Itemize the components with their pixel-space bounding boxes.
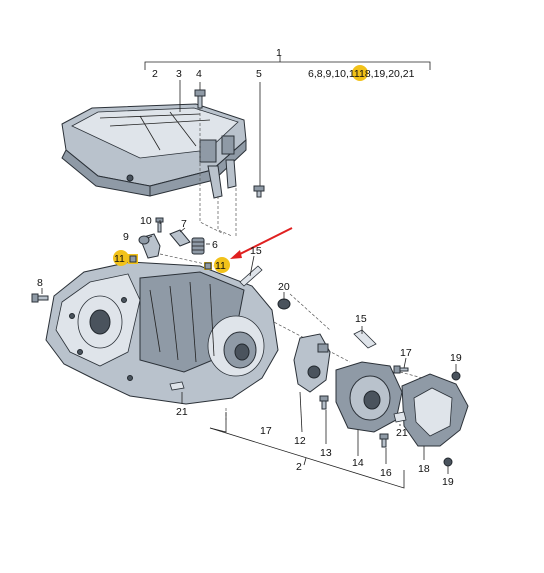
label-3: 3 xyxy=(176,68,182,80)
label-5: 5 xyxy=(256,68,262,80)
label-2-top: 2 xyxy=(152,68,158,80)
mounting-bracket xyxy=(207,159,237,199)
nut-19-bottom xyxy=(443,457,453,467)
bolt-10 xyxy=(155,217,164,233)
highlight-11-top xyxy=(352,65,368,81)
bolt-8 xyxy=(31,293,49,303)
label-16: 16 xyxy=(380,467,392,479)
group-1-bracket xyxy=(144,56,431,70)
label-15-top: 15 xyxy=(250,245,262,257)
gasket-15-right xyxy=(353,329,377,349)
clip-21-right xyxy=(393,411,407,423)
label-11-left: 11 xyxy=(114,253,125,265)
label-12: 12 xyxy=(294,435,306,447)
clip-7 xyxy=(169,229,191,247)
label-13: 13 xyxy=(320,447,332,459)
breather-9 xyxy=(138,233,161,259)
label-10: 10 xyxy=(140,215,152,227)
seal-11-left xyxy=(128,254,138,264)
label-7: 7 xyxy=(181,218,187,230)
clip-21-left xyxy=(169,381,185,391)
bolt-5 xyxy=(253,82,265,198)
seal-11-right xyxy=(204,262,212,270)
gasket-15-top xyxy=(239,265,263,287)
bolt-16 xyxy=(379,433,389,448)
red-arrow xyxy=(230,227,293,259)
label-14: 14 xyxy=(352,457,364,469)
label-9: 9 xyxy=(123,231,129,243)
label-4: 4 xyxy=(196,68,202,80)
bracket-12 xyxy=(293,333,331,393)
label-18: 18 xyxy=(418,463,430,475)
label-20: 20 xyxy=(278,281,290,293)
transmission-housing xyxy=(45,261,279,405)
leader-lines xyxy=(41,80,457,474)
label-2-bottom: 2 xyxy=(296,461,302,473)
cover-14 xyxy=(335,361,403,433)
bolt-4 xyxy=(194,82,206,109)
label-17-right: 17 xyxy=(400,347,412,359)
label-group-hl: 11 xyxy=(349,68,360,80)
label-group-b: 18,19,20,21 xyxy=(359,68,415,80)
group-2-bracket xyxy=(209,412,405,489)
label-19-top: 19 xyxy=(450,352,462,364)
shield-18 xyxy=(401,373,469,447)
highlight-11-right xyxy=(214,257,230,273)
sleeve-6 xyxy=(191,237,205,255)
bolt-13 xyxy=(319,395,329,410)
plug-20 xyxy=(277,298,291,310)
label-8: 8 xyxy=(37,277,43,289)
label-15-right: 15 xyxy=(355,313,367,325)
label-group: 6,8,9,10,1118,19,20,21 xyxy=(308,68,415,80)
label-19-bottom: 19 xyxy=(442,476,454,488)
highlight-11-left xyxy=(113,250,129,266)
label-11-right: 11 xyxy=(215,260,226,272)
nut-19-top xyxy=(451,371,461,381)
label-21-right: 21 xyxy=(396,427,408,439)
label-6: 6 xyxy=(212,239,218,251)
label-21-left: 21 xyxy=(176,406,188,418)
label-1: 1 xyxy=(276,47,282,59)
label-17: 17 xyxy=(260,425,272,437)
label-group-a: 6,8,9,10, xyxy=(308,68,349,80)
